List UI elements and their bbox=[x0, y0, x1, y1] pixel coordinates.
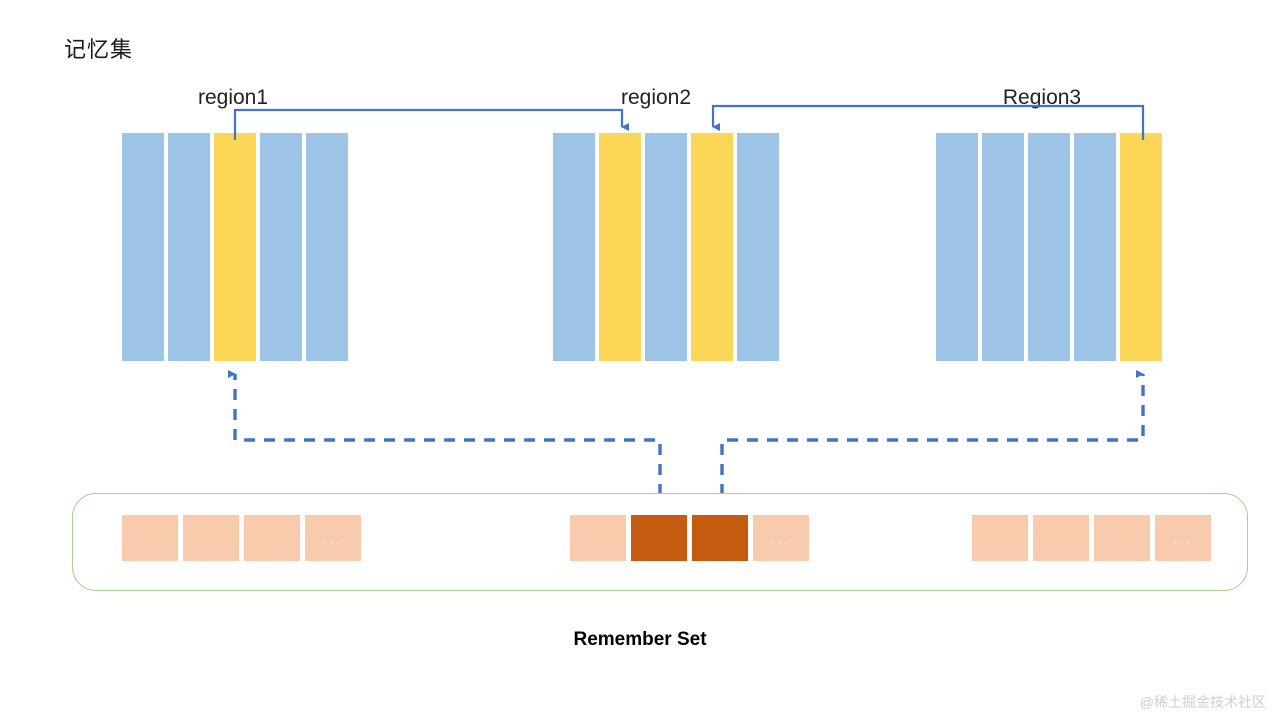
remember-set-cell-active[interactable] bbox=[631, 515, 687, 561]
region-group-region3 bbox=[936, 133, 1164, 361]
remember-set-cell[interactable] bbox=[244, 515, 300, 561]
remember-set-cell-active[interactable] bbox=[692, 515, 748, 561]
heap-bar bbox=[306, 133, 348, 361]
region-group-region2 bbox=[553, 133, 781, 361]
remember-set-cell[interactable] bbox=[972, 515, 1028, 561]
heap-bar-referenced bbox=[599, 133, 641, 361]
heap-bar bbox=[982, 133, 1024, 361]
heap-bar bbox=[1074, 133, 1116, 361]
heap-bar bbox=[737, 133, 779, 361]
watermark: @稀土掘金技术社区 bbox=[1139, 694, 1266, 710]
heap-bar bbox=[168, 133, 210, 361]
page-title: 记忆集 bbox=[64, 37, 134, 62]
heap-bar bbox=[260, 133, 302, 361]
heap-bar bbox=[553, 133, 595, 361]
heap-bar-referenced bbox=[1120, 133, 1162, 361]
remember-set-cell-ellipsis[interactable]: ... bbox=[1155, 515, 1211, 561]
heap-bar bbox=[936, 133, 978, 361]
remember-set-cell[interactable] bbox=[122, 515, 178, 561]
remember-set-cell[interactable] bbox=[1033, 515, 1089, 561]
heap-bar-referenced bbox=[214, 133, 256, 361]
remember-set-group-2: ... bbox=[570, 515, 809, 561]
region-label-region3: Region3 bbox=[1002, 86, 1082, 109]
remember-set-cell[interactable] bbox=[570, 515, 626, 561]
heap-bar bbox=[1028, 133, 1070, 361]
heap-bar bbox=[645, 133, 687, 361]
heap-bar-referenced bbox=[691, 133, 733, 361]
remember-set-cell-ellipsis[interactable]: ... bbox=[753, 515, 809, 561]
remember-set-cell[interactable] bbox=[1094, 515, 1150, 561]
remember-set-group-1: ... bbox=[122, 515, 361, 561]
remember-set-cell[interactable] bbox=[183, 515, 239, 561]
remember-set-caption: Remember Set bbox=[573, 629, 707, 650]
remember-set-cell-ellipsis[interactable]: ... bbox=[305, 515, 361, 561]
region-label-region1: region1 bbox=[197, 86, 269, 109]
heap-bar bbox=[122, 133, 164, 361]
region-label-region2: region2 bbox=[620, 86, 692, 109]
remember-set-group-3: ... bbox=[972, 515, 1211, 561]
region-group-region1 bbox=[122, 133, 350, 361]
